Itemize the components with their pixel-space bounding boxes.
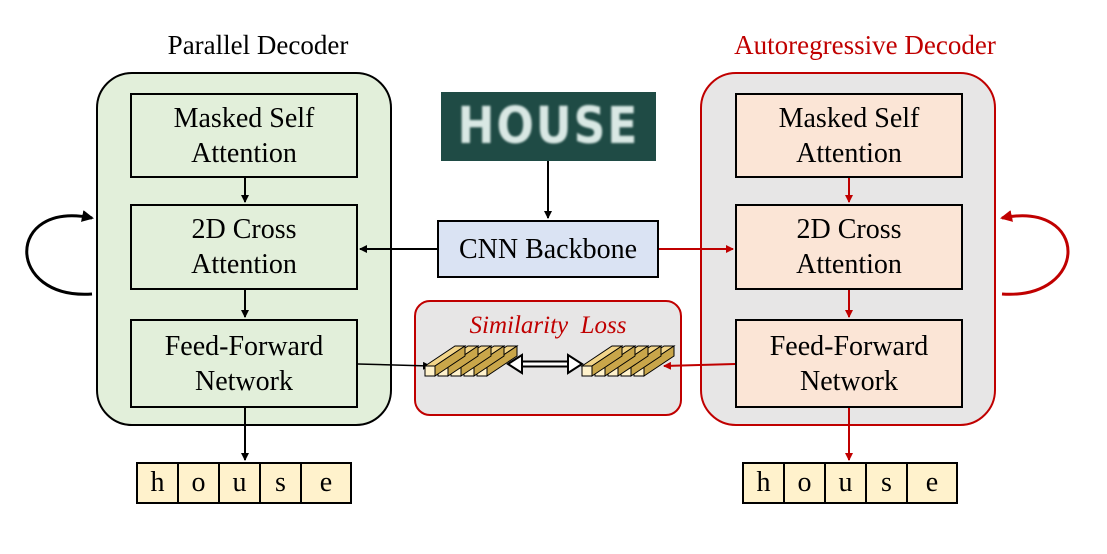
tensor-bar-front <box>581 365 593 377</box>
block-line: Network <box>800 365 898 397</box>
cnn-backbone-block: CNN Backbone <box>437 220 659 278</box>
tensor-bar-front <box>424 365 436 377</box>
output-char: s <box>259 462 302 504</box>
block-line: Network <box>195 365 293 397</box>
output-char: u <box>824 462 867 504</box>
block-line: Masked Self <box>173 102 315 134</box>
input-word-image: HOUSE <box>441 92 656 161</box>
block-line: Feed-Forward <box>769 330 929 362</box>
parallel-iteration-loop-arrow <box>25 210 94 296</box>
parallel-decoder-title: Parallel Decoder <box>167 30 349 60</box>
block-line: Attention <box>191 137 297 169</box>
similarity-double-arrow-icon <box>506 353 584 375</box>
parallel-feature-tensor-icon <box>423 345 519 377</box>
output-char: h <box>136 462 179 504</box>
block-line: Attention <box>796 137 902 169</box>
similarity-loss-label: Similarity Loss <box>469 312 627 339</box>
block-line: Feed-Forward <box>164 330 324 362</box>
arrow-parallel-ffn-to-features <box>357 361 431 370</box>
cnn-backbone-label: CNN Backbone <box>458 233 638 265</box>
autoregressive-feature-tensor-icon <box>580 345 676 377</box>
block-line: 2D Cross <box>191 214 297 245</box>
output-char: e <box>906 462 958 504</box>
arrow-ar-ffn-to-features <box>663 361 736 370</box>
output-char: e <box>300 462 352 504</box>
block-line: 2D Cross <box>796 214 902 245</box>
block-line: Attention <box>191 249 297 280</box>
autoregressive-decoder-title: Autoregressive Decoder <box>734 30 996 60</box>
input-word-image-text: HOUSE <box>457 97 640 156</box>
autoregressive-iteration-loop-arrow <box>1000 210 1070 296</box>
output-char: o <box>177 462 220 504</box>
block-line: Attention <box>796 249 902 280</box>
block-line: Masked Self <box>778 102 920 134</box>
